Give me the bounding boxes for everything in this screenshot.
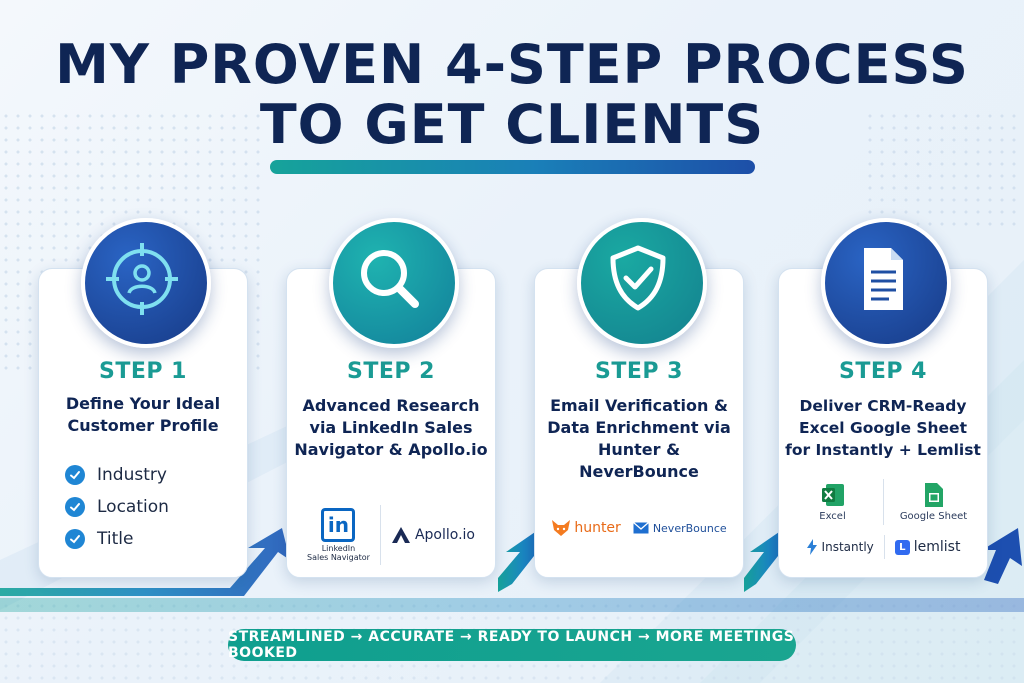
excel-icon [821, 484, 844, 506]
envelope-icon [632, 522, 649, 534]
instantly-label: Instantly [821, 540, 874, 554]
step-label: STEP 3 [595, 359, 683, 384]
step-description: Email Verification & Data Enrichment via… [547, 396, 731, 481]
lemlist-logo: L lemlist [894, 539, 961, 555]
page-title-line-1: MY PROVEN 4-STEP PROCESS [55, 33, 969, 96]
step-2-logos: in LinkedIn Sales Navigator Apollo.io [287, 505, 495, 565]
excel-logo: Excel [793, 482, 873, 522]
logo-divider [379, 505, 381, 565]
magnifier-icon [361, 250, 419, 308]
hunter-logo: hunter [551, 519, 621, 537]
linkedin-icon: in [321, 508, 356, 542]
step-description: Advanced Research via LinkedIn Sales Nav… [294, 396, 488, 459]
excel-label: Excel [819, 511, 846, 522]
step-3-logos: hunter NeverBounce [535, 513, 743, 543]
check-icon [65, 529, 85, 549]
outcome-banner: STREAMLINED → ACCURATE → READY TO LAUNCH… [228, 629, 796, 661]
shield-check-icon [610, 245, 666, 311]
fox-icon [552, 520, 571, 536]
linkedin-caption: Sales Navigator [306, 553, 370, 562]
icp-checklist: Industry Location Title [65, 459, 169, 555]
check-icon [65, 497, 85, 517]
logo-divider [882, 479, 884, 525]
step-1-badge [81, 218, 211, 348]
logo-divider [883, 535, 885, 559]
lemlist-icon: L [894, 539, 910, 555]
dot-pattern-right [864, 110, 1024, 230]
step-3-badge [577, 218, 707, 348]
step-label: STEP 4 [839, 359, 927, 384]
check-icon [65, 465, 85, 485]
neverbounce-label: NeverBounce [652, 521, 727, 535]
google-sheet-label: Google Sheet [899, 511, 968, 522]
step-2-badge [329, 218, 459, 348]
step-card-4: STEP 4 Deliver CRM-Ready Excel Google Sh… [778, 268, 988, 578]
apollo-logo: Apollo.io [391, 526, 475, 544]
step-description: Define Your Ideal Customer Profile [65, 394, 221, 435]
step-description: Deliver CRM-Ready Excel Google Sheet for… [785, 397, 981, 459]
step-4-logos-row-1: Excel Google Sheet [779, 479, 987, 525]
lightning-icon [806, 539, 817, 555]
checklist-label: Industry [97, 465, 167, 485]
google-sheet-logo: Google Sheet [894, 482, 974, 522]
hunter-label: hunter [574, 520, 621, 536]
step-card-2: STEP 2 Advanced Research via LinkedIn Sa… [286, 268, 496, 578]
checklist-label: Title [97, 529, 134, 549]
checklist-item: Industry [65, 459, 169, 491]
apollo-icon [391, 527, 410, 543]
apollo-label: Apollo.io [414, 527, 476, 543]
step-label: STEP 1 [99, 359, 187, 384]
google-sheets-icon [924, 483, 943, 507]
document-icon [864, 248, 903, 310]
checklist-label: Location [97, 497, 169, 517]
checklist-item: Title [65, 523, 169, 555]
title-underline-bar [270, 160, 755, 174]
lemlist-label: lemlist [913, 539, 961, 555]
instantly-logo: Instantly [806, 539, 874, 555]
step-4-logos-row-2: Instantly L lemlist [779, 535, 987, 559]
target-user-icon [106, 243, 178, 315]
linkedin-logo: in LinkedIn Sales Navigator [307, 508, 370, 562]
checklist-item: Location [65, 491, 169, 523]
neverbounce-logo: NeverBounce [632, 521, 727, 535]
linkedin-caption: LinkedIn [321, 544, 356, 553]
step-4-badge [821, 218, 951, 348]
step-label: STEP 2 [347, 359, 435, 384]
page-title-line-2: TO GET CLIENTS [259, 93, 765, 156]
